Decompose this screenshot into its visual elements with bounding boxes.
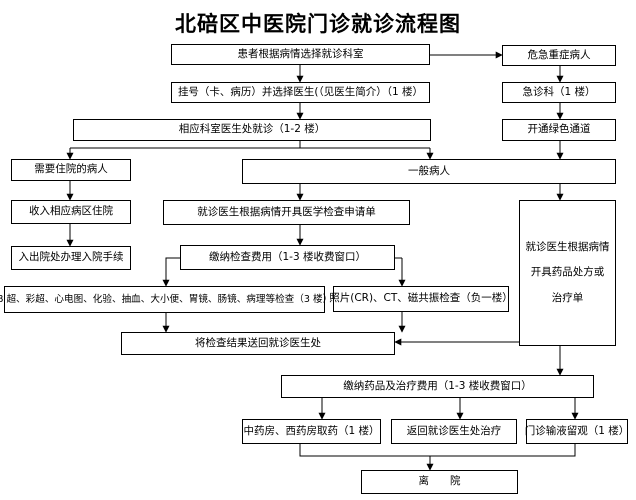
node-pay-treatment: 缴纳药品及治疗费用（1-3 楼收费窗口） — [281, 375, 594, 398]
node-return-results: 将检查结果送回就诊医生处 — [121, 332, 395, 355]
node-return-doctor: 返回就诊医生处治疗 — [391, 419, 517, 444]
page-title: 北碚区中医院门诊就诊流程图 — [175, 12, 461, 36]
node-imaging: 照片(CR)、CT、磁共振检查（负一楼） — [329, 286, 513, 312]
node-prescription: 就诊医生根据病情 开具药品处方或 治疗单 — [519, 200, 616, 346]
node-general: 一般病人 — [242, 159, 616, 184]
node-register: 挂号（卡、病历）并选择医生(（见医生简介）（1 楼） — [171, 82, 430, 103]
node-infusion: 门诊输液留观（1 楼） — [525, 419, 629, 444]
node-leave: 离 院 — [361, 470, 518, 494]
node-green-channel: 开通绿色通道 — [502, 119, 616, 141]
node-emergency: 危急重症病人 — [502, 45, 616, 66]
node-start: 患者根据病情选择就诊科室 — [171, 44, 430, 65]
prescription-line-1: 就诊医生根据病情 — [525, 241, 610, 254]
node-lab-tests: B 超、彩超、心电图、化验、抽血、大小便、胃镜、肠镜、病理等检查（3 楼） — [0, 286, 332, 313]
node-inpatient: 需要住院的病人 — [11, 159, 131, 181]
prescription-line-2: 开具药品处方或 — [530, 266, 605, 279]
node-emergency-dept: 急诊科（1 楼） — [502, 82, 616, 103]
node-exam-request: 就诊医生根据病情开具医学检查申请单 — [163, 200, 410, 225]
prescription-line-3: 治疗单 — [551, 291, 584, 304]
node-dept-visit: 相应科室医生处就诊（1-2 楼） — [73, 119, 431, 141]
node-admit-procedure: 入出院处办理入院手续 — [11, 246, 131, 270]
node-admit-ward: 收入相应病区住院 — [11, 200, 131, 224]
node-pharmacy: 中药房、西药房取药（1 楼） — [242, 419, 381, 444]
node-pay-exam: 缴纳检查费用（1-3 楼收费窗口） — [180, 245, 395, 270]
